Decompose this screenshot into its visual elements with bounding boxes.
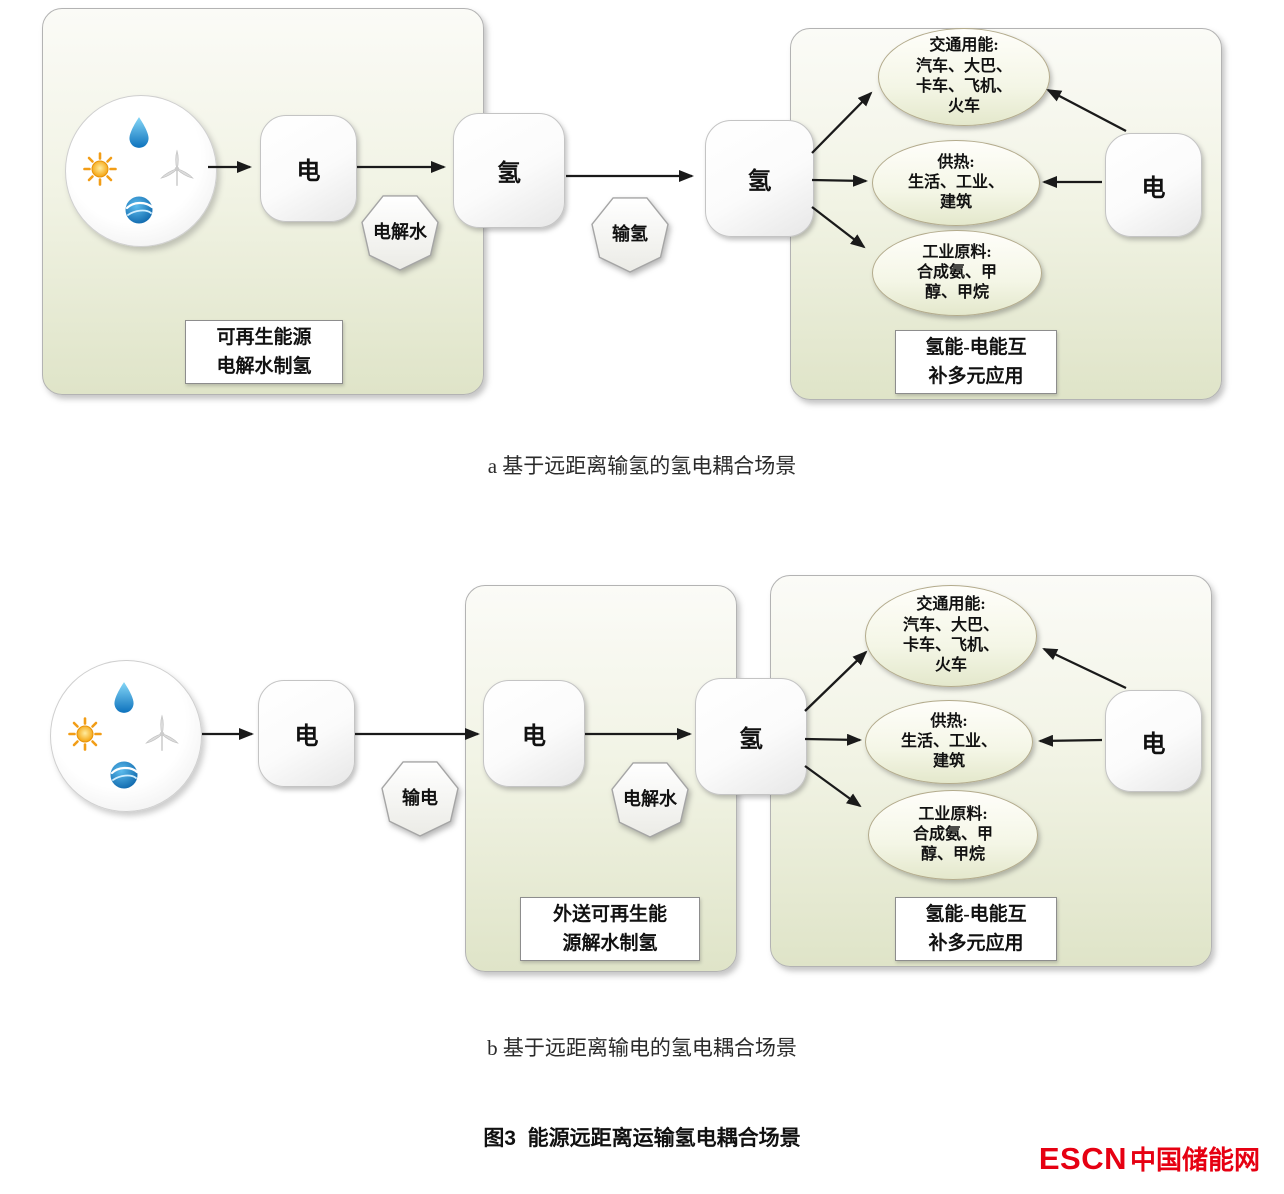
ellipse-heating-b: 供热: 生活、工业、 建筑 — [865, 700, 1033, 784]
sun-icon — [68, 717, 102, 751]
node-label: 电 — [296, 159, 321, 185]
figure-caption-text: 图3 能源远距离运输氢电耦合场景 — [483, 1127, 801, 1150]
label-line: 电解水制氢 — [216, 356, 312, 377]
label-applications-a: 氢能-电能互 补多元应用 — [895, 330, 1057, 394]
label-line: 氢能-电能互 — [925, 336, 1027, 358]
process-label: 电解水 — [623, 789, 677, 809]
node-electricity-1-b: 电 — [258, 680, 355, 787]
ellipse-line: 生活、工业、 — [900, 732, 997, 750]
label-exported-production-b: 外送可再生能 源解水制氢 — [520, 897, 700, 961]
ellipse-line: 交通用能: — [916, 596, 986, 614]
ellipse-line: 汽车、大巴、 — [902, 616, 999, 634]
label-renewable-production-a: 可再生能源 电解水制氢 — [185, 320, 343, 384]
ellipse-line: 汽车、大巴、 — [915, 57, 1012, 75]
node-electricity-right-b: 电 — [1105, 690, 1202, 792]
label-line: 补多元应用 — [928, 366, 1024, 387]
caption-scenario-b: b 基于远距离输电的氢电耦合场景 — [0, 1032, 1284, 1062]
ellipse-line: 醇、甲烷 — [920, 846, 985, 864]
water-swirl-icon — [123, 194, 155, 226]
node-electricity-right-a: 电 — [1105, 133, 1202, 237]
node-electricity-a: 电 — [260, 115, 357, 222]
ellipse-line: 建筑 — [932, 753, 965, 771]
figure-caption: 图3 能源远距离运输氢电耦合场景 — [0, 1122, 1284, 1152]
escn-logo-text: ESCN — [1038, 1141, 1127, 1176]
ellipse-line: 工业原料: — [922, 243, 992, 261]
node-label: 氢 — [739, 727, 763, 753]
ellipse-line: 建筑 — [939, 194, 972, 212]
water-drop-icon — [111, 681, 137, 715]
node-label: 氢 — [747, 169, 772, 195]
caption-text: a 基于远距离输氢的氢电耦合场景 — [487, 454, 797, 478]
renewable-sources-circle-b — [50, 660, 202, 812]
ellipse-line: 生活、工业、 — [907, 173, 1004, 191]
ellipse-line: 卡车、飞机、 — [902, 637, 999, 654]
ellipse-line: 合成氨、甲 — [916, 263, 997, 281]
label-line: 可再生能源 — [216, 326, 312, 348]
label-applications-b: 氢能-电能互 补多元应用 — [895, 897, 1057, 961]
label-line: 源解水制氢 — [562, 933, 658, 954]
ellipse-heating-a: 供热: 生活、工业、 建筑 — [872, 140, 1040, 226]
process-label: 电解水 — [373, 222, 427, 242]
node-electricity-2-b: 电 — [483, 680, 585, 787]
ellipse-transport-uses-b: 交通用能: 汽车、大巴、 卡车、飞机、 火车 — [865, 585, 1037, 687]
label-line: 氢能-电能互 — [925, 903, 1027, 925]
node-label: 电 — [1141, 175, 1166, 202]
node-label: 电 — [1141, 731, 1166, 758]
wind-turbine-icon — [156, 148, 198, 190]
heptagon-shape — [361, 195, 439, 271]
heptagon-shape — [591, 197, 669, 273]
escn-logo: ESCN 中国储能网 — [1039, 1140, 1260, 1177]
caption-text: b 基于远距离输电的氢电耦合场景 — [487, 1036, 797, 1060]
ellipse-line: 卡车、飞机、 — [915, 78, 1012, 95]
process-label: 输电 — [402, 788, 438, 808]
ellipse-line: 醇、甲烷 — [924, 284, 989, 302]
escn-site-name: 中国储能网 — [1129, 1145, 1260, 1175]
heptagon-shape — [381, 761, 459, 837]
node-label: 氢 — [497, 161, 521, 187]
label-line: 外送可再生能 — [552, 903, 667, 925]
ellipse-line: 火车 — [947, 98, 980, 116]
sun-icon — [83, 152, 117, 186]
node-label: 电 — [294, 724, 319, 750]
water-drop-icon — [126, 116, 152, 150]
process-h2-transport-a: 输氢 — [587, 192, 673, 274]
label-line: 补多元应用 — [928, 933, 1024, 954]
heptagon-shape — [611, 762, 689, 838]
renewable-sources-circle-a — [65, 95, 217, 247]
process-electrolysis-b: 电解水 — [607, 757, 693, 839]
ellipse-line: 合成氨、甲 — [912, 825, 993, 843]
ellipse-line: 交通用能: — [929, 37, 999, 55]
ellipse-line: 工业原料: — [918, 805, 988, 823]
process-power-transmission-b: 输电 — [377, 756, 463, 838]
node-hydrogen-in-a: 氢 — [705, 120, 814, 237]
wind-turbine-icon — [141, 713, 183, 755]
ellipse-industry-b: 工业原料: 合成氨、甲 醇、甲烷 — [868, 790, 1038, 880]
water-swirl-icon — [108, 759, 140, 791]
node-hydrogen-b: 氢 — [695, 678, 807, 795]
process-electrolysis-a: 电解水 — [357, 190, 443, 272]
ellipse-line: 火车 — [934, 657, 967, 675]
ellipse-line: 供热: — [937, 153, 975, 171]
caption-scenario-a: a 基于远距离输氢的氢电耦合场景 — [0, 450, 1284, 480]
ellipse-line: 供热: — [930, 712, 968, 730]
node-label: 电 — [522, 724, 546, 750]
ellipse-transport-uses-a: 交通用能: 汽车、大巴、 卡车、飞机、 火车 — [878, 28, 1050, 126]
ellipse-industry-a: 工业原料: 合成氨、甲 醇、甲烷 — [872, 230, 1042, 316]
node-hydrogen-out-a: 氢 — [453, 113, 565, 228]
process-label: 输氢 — [612, 224, 648, 244]
